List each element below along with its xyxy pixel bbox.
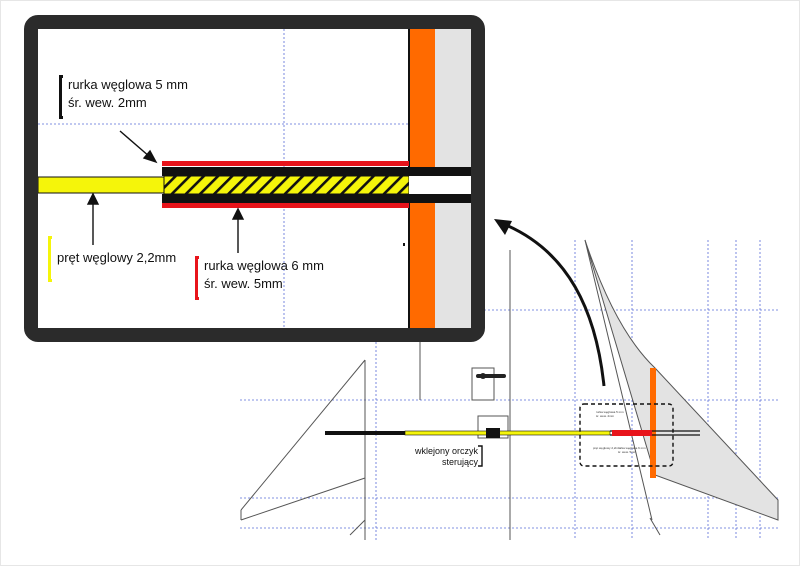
control-horn	[486, 428, 500, 438]
horn-label-line-1: wklejony orczyk	[414, 446, 478, 456]
zoom-detail-panel: rurka węglowa 5 mm śr. wew. 2mm pręt węg…	[24, 15, 485, 342]
inner-tube-top-wall	[162, 167, 471, 176]
rod-bracket	[48, 236, 52, 282]
outer-tube-bracket	[195, 256, 199, 300]
mini-rod-label: pręt węglowy 2,2mm	[593, 446, 621, 450]
outer-tube-top	[162, 161, 409, 166]
inner-tube-label-line-1: rurka węglowa 5 mm	[68, 77, 188, 92]
outer-tube-bottom	[162, 203, 409, 208]
tail-fin	[584, 239, 779, 521]
mini-outer-tube-label: rurka węglowa 6 mm śr. wew. 5mm	[618, 446, 646, 454]
inner-tube-hatch	[163, 175, 410, 195]
horn-label-line-2: sterujący	[441, 457, 478, 467]
main-black-rod	[325, 431, 407, 435]
horn-label: wklejony orczyk sterujący	[398, 446, 478, 468]
zoom-arrows	[86, 130, 245, 253]
outer-tube-label-line-2: śr. wew. 5mm	[204, 276, 283, 291]
inner-tube-bracket	[59, 75, 63, 119]
inner-tube-bottom-wall	[162, 194, 471, 203]
main-yellow-rod	[404, 430, 611, 436]
zoom-arrow	[505, 223, 606, 387]
outer-tube-label-line-1: rurka węglowa 6 mm	[204, 258, 324, 273]
inner-tube-label: rurka węglowa 5 mm śr. wew. 2mm	[68, 76, 188, 112]
outer-tube-label: rurka węglowa 6 mm śr. wew. 5mm	[204, 257, 324, 293]
main-orange-spar	[650, 368, 656, 478]
airframe-outline	[240, 250, 661, 540]
servo-body	[471, 367, 495, 401]
mini-inner-tube-label: rurka węglowa 5 mm śr. wew. 2mm	[596, 410, 624, 418]
zoom-drawing	[38, 29, 471, 328]
detail-box	[579, 403, 674, 467]
inner-tube-label-line-2: śr. wew. 2mm	[68, 95, 147, 110]
rod-label: pręt węglowy 2,2mm	[57, 250, 177, 265]
carbon-rod	[38, 176, 165, 194]
